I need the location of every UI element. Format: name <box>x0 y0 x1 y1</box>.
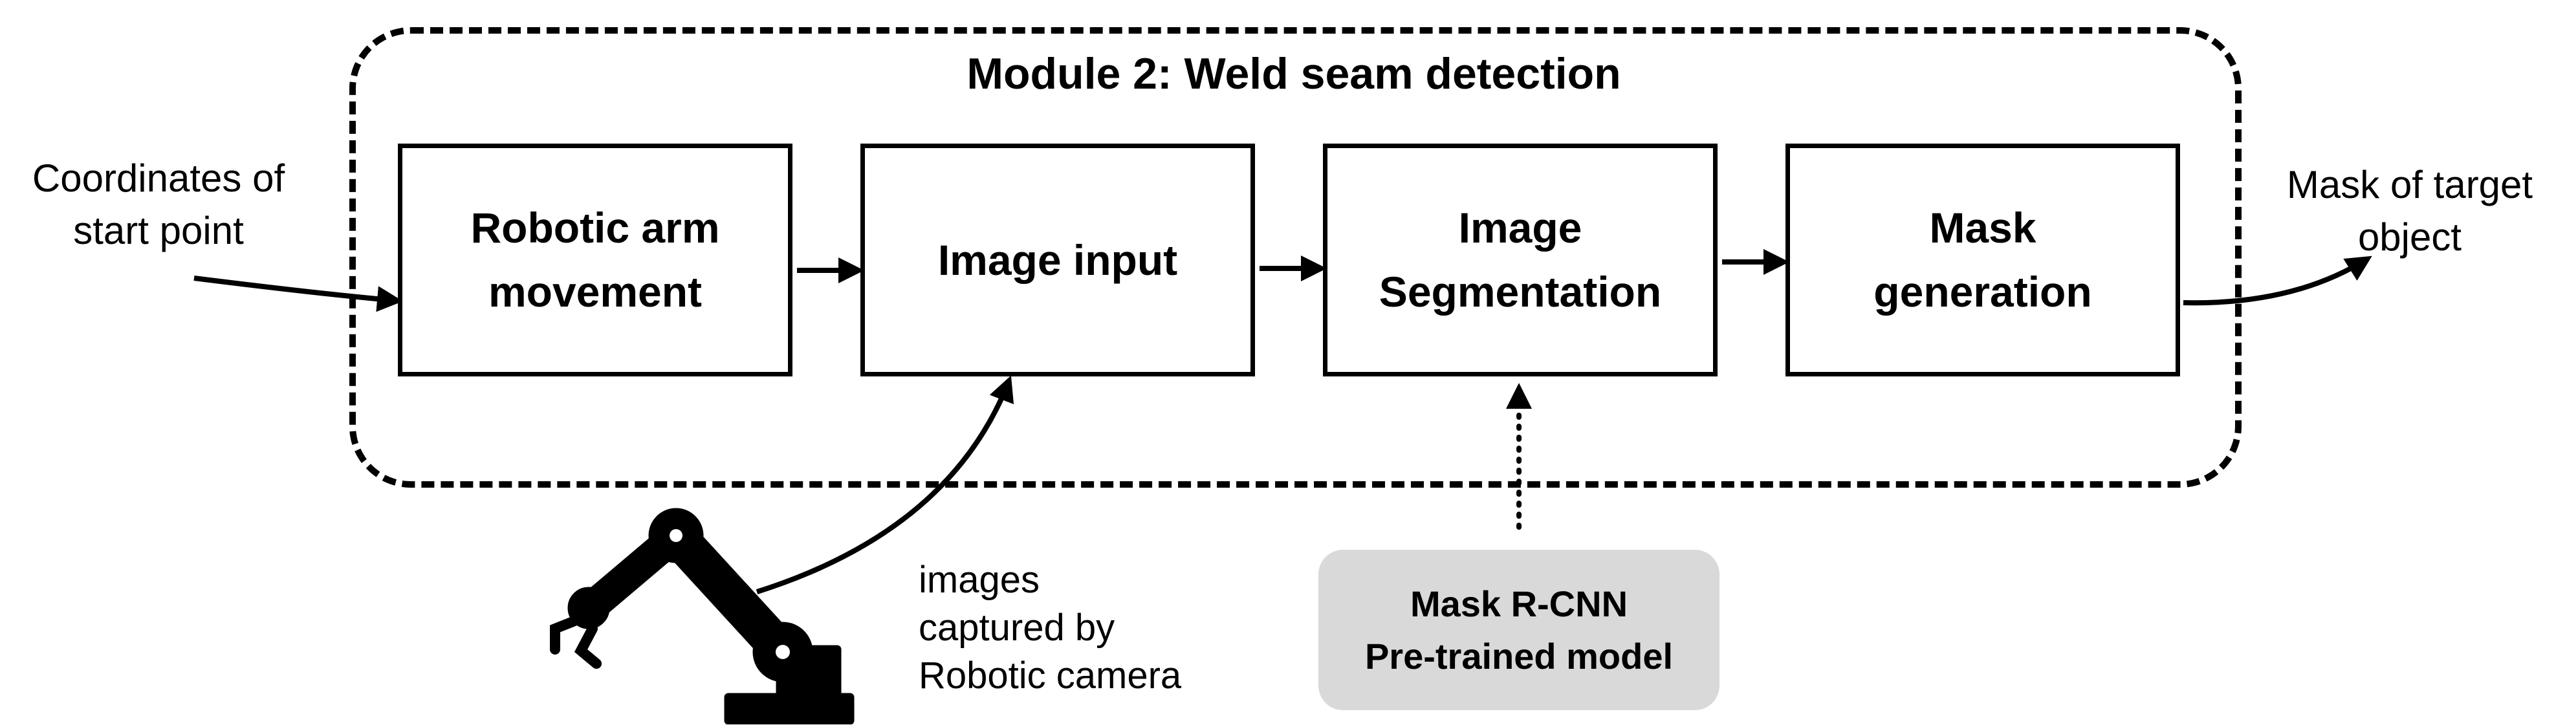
module-boundary <box>349 27 2242 488</box>
output-label: Mask of target object <box>2286 163 2533 259</box>
input-arrow <box>193 276 403 312</box>
robotic-arm-movement-label: Robotic arm movement <box>470 204 720 316</box>
camera-to-image-input-arrow <box>756 375 1014 594</box>
image-segmentation-block: Image Segmentation <box>1323 144 1718 376</box>
robotic-arm-icon <box>550 508 855 724</box>
output-arrow <box>2183 255 2372 306</box>
mask-generation-label: Mask generation <box>1873 204 2092 316</box>
module-title: Module 2: Weld seam detection <box>966 49 1621 98</box>
mask-generation-block: Mask generation <box>1785 144 2180 376</box>
camera-caption: images captured by Robotic camera <box>919 559 1182 697</box>
robotic-arm-movement-block: Robotic arm movement <box>398 144 792 376</box>
image-segmentation-label: Image Segmentation <box>1379 204 1662 316</box>
image-input-block: Image input <box>860 144 1255 376</box>
pretrained-model-box: Mask R-CNN Pre-trained model <box>1318 550 1719 710</box>
input-label: Coordinates of start point <box>32 157 285 252</box>
image-input-label: Image input <box>937 235 1178 284</box>
